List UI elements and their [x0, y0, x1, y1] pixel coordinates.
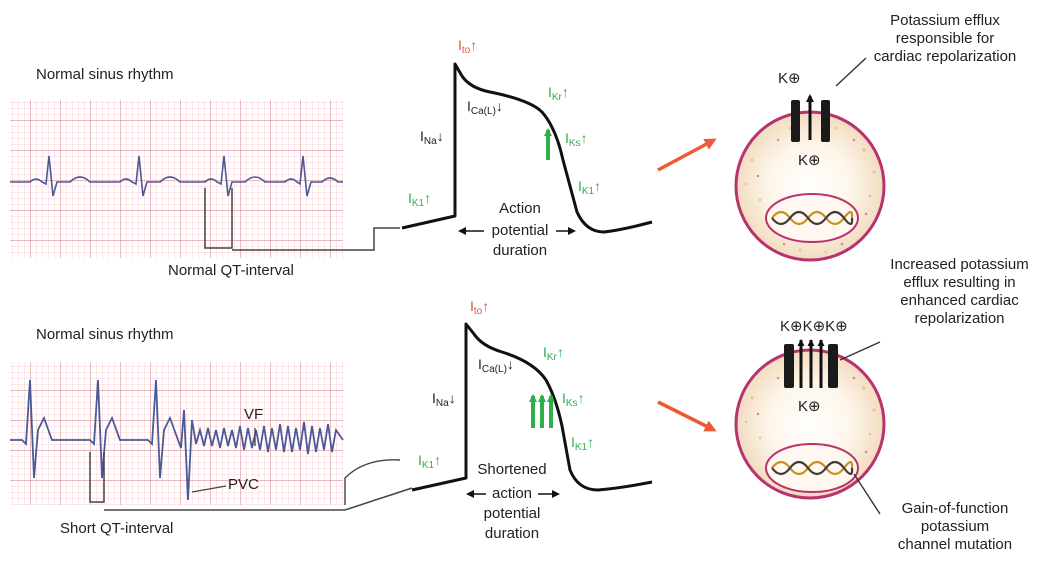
ito-label-top: Ito↑ [458, 37, 478, 56]
ecg-trace-short-qt [10, 379, 344, 501]
potassium-ion-inside-top: K⊕ [798, 152, 821, 169]
nucleus [765, 443, 859, 493]
potassium-ion-outside-top: K⊕ [778, 70, 801, 87]
ecg-trace-normal [10, 155, 343, 197]
iks-label-top: IKs↑ [565, 130, 588, 149]
pointer-arrow-top [657, 138, 717, 172]
ap-duration-label-top-3: duration [492, 242, 548, 259]
ito-label-bottom: Ito↑ [470, 298, 490, 317]
cell-caption-top-1: Potassium efflux [890, 12, 1000, 29]
qt-bracket-short [89, 452, 105, 503]
ikr-label-top: IKr↑ [548, 84, 569, 103]
short-qt-curve-leader [344, 459, 401, 505]
cell-caption-top-3: cardiac repolarization [873, 48, 1017, 65]
rhythm-label-top: Normal sinus rhythm [36, 66, 174, 83]
potassium-ion-inside-bottom: K⊕ [798, 398, 821, 415]
ap-duration-label-bottom-3: potential [483, 505, 541, 522]
pointer-arrow-bottom [657, 400, 717, 432]
short-qt-leader [104, 487, 413, 511]
ik1-right-label-bottom: IK1↑ [571, 434, 595, 453]
dna-helix-a [771, 210, 854, 226]
nucleus [765, 193, 859, 243]
ap-duration-label-bottom-1: Shortened [477, 461, 547, 478]
pvc-label: PVC [228, 476, 259, 493]
iks-label-bottom: IKs↑ [562, 390, 585, 409]
ik1-left-label-bottom: IK1↑ [418, 452, 442, 471]
ik1-left-label-top: IK1↑ [408, 190, 432, 209]
qt-label-short: Short QT-interval [60, 520, 174, 537]
ina-label-bottom: INa↓ [432, 390, 456, 409]
ical-label-bottom: ICa(L)↓ [478, 356, 514, 375]
ion-channel-left [784, 344, 794, 388]
dna-helix-a [771, 460, 854, 476]
mutation-caption-2: potassium [920, 518, 990, 535]
pvc-leader [191, 485, 227, 493]
ap-duration-label-top-2: potential [491, 222, 549, 239]
ap-duration-label-top-1: Action [499, 200, 541, 217]
caption-leader-top [835, 57, 867, 87]
cell-caption-bottom-3: enhanced cardiac [900, 292, 1019, 309]
ap-duration-label-bottom-4: duration [484, 525, 540, 542]
vf-label: VF [244, 406, 264, 423]
action-potential-normal [401, 62, 653, 234]
cell-mutation [734, 339, 886, 500]
dna-helix-b [771, 210, 854, 226]
cell-normal [734, 94, 886, 262]
cell-caption-bottom-2: efflux resulting in [903, 274, 1016, 291]
ical-label-top: ICa(L)↓ [467, 98, 503, 117]
potassium-ions-outside-bottom: K⊕K⊕K⊕ [780, 318, 848, 335]
ina-label-top: INa↓ [420, 128, 444, 147]
caption-leader-bottom [839, 341, 881, 361]
dna-helix-b [771, 460, 854, 476]
mutation-caption-3: channel mutation [897, 536, 1013, 553]
mutation-leader [853, 473, 881, 515]
ion-channel-right [828, 344, 838, 388]
ikr-label-bottom: IKr↑ [543, 344, 564, 363]
ik1-right-label-top: IK1↑ [578, 178, 602, 197]
ion-channel-right [821, 100, 830, 142]
mutation-caption-1: Gain-of-function [901, 500, 1009, 517]
ion-channel-left [791, 100, 800, 142]
cell-caption-bottom-1: Increased potassium [890, 256, 1029, 273]
rhythm-label-bottom: Normal sinus rhythm [36, 326, 174, 343]
cell-caption-bottom-4: repolarization [914, 310, 1005, 327]
qt-bracket-normal [204, 188, 400, 251]
qt-label-normal: Normal QT-interval [168, 262, 294, 279]
ap-duration-label-bottom-2: action [491, 485, 533, 502]
cell-caption-top-2: responsible for [895, 30, 995, 47]
